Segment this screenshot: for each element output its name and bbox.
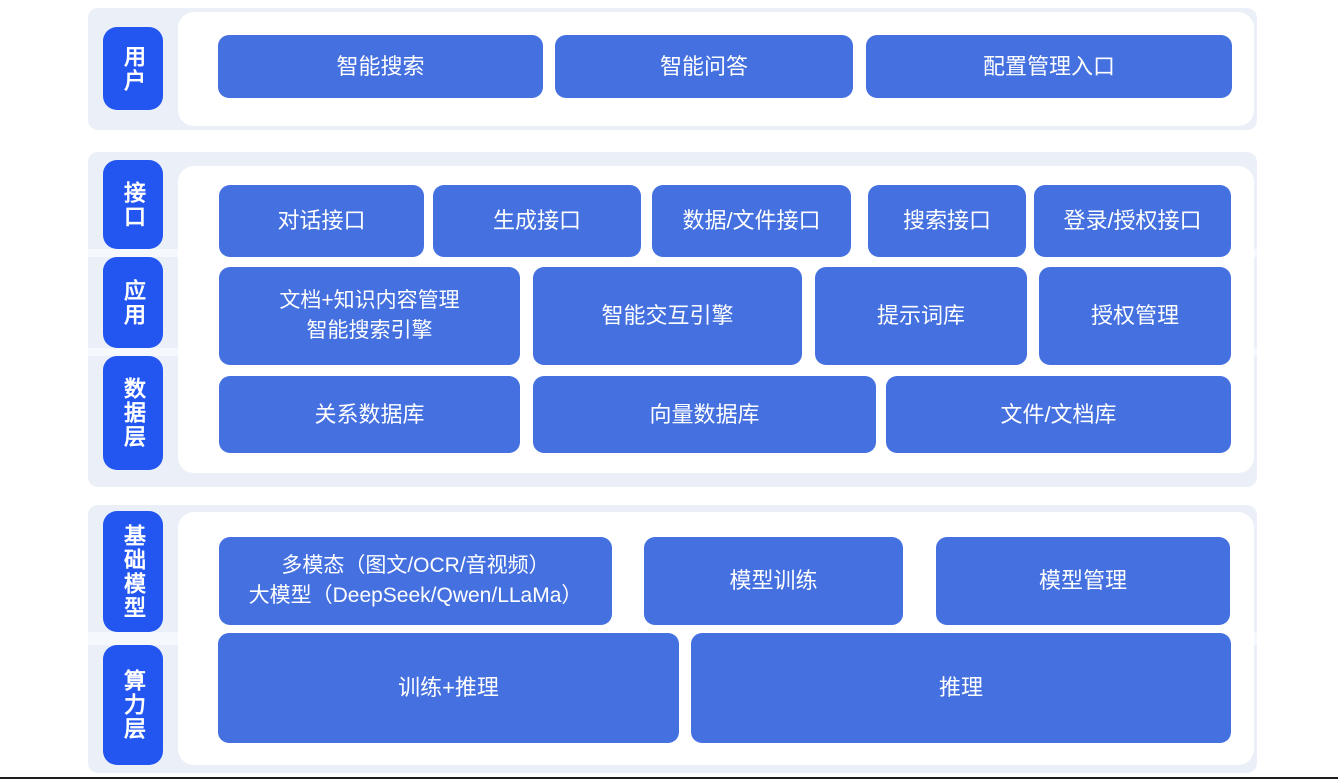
box-config-entry: 配置管理入口	[866, 35, 1232, 98]
box-line: 智能搜索引擎	[306, 319, 433, 342]
box-doc-knowledge-search: 文档+知识内容管理 智能搜索引擎	[219, 267, 520, 365]
box-inference: 推理	[691, 633, 1231, 743]
box-login-auth-api: 登录/授权接口	[1034, 185, 1231, 257]
box-interaction-engine: 智能交互引擎	[533, 267, 802, 365]
box-file-doc-store: 文件/文档库	[886, 376, 1231, 453]
box-line: 多模态（图文/OCR/音视频）	[281, 553, 550, 577]
box-training-inference: 训练+推理	[218, 633, 679, 743]
layer-label-compute: 算力层	[103, 645, 163, 765]
box-smart-search: 智能搜索	[218, 35, 543, 98]
box-generation-api: 生成接口	[433, 185, 641, 257]
box-dialog-api: 对话接口	[219, 185, 424, 257]
box-search-api: 搜索接口	[868, 185, 1026, 257]
layer-label-interface: 接口	[103, 160, 163, 249]
box-data-file-api: 数据/文件接口	[652, 185, 851, 257]
box-model-training: 模型训练	[644, 537, 903, 625]
bottom-rule	[0, 777, 1338, 779]
box-multimodal-llm: 多模态（图文/OCR/音视频） 大模型（DeepSeek/Qwen/LLaMa）	[219, 537, 612, 625]
box-relational-db: 关系数据库	[219, 376, 520, 453]
box-line: 文档+知识内容管理	[279, 288, 460, 312]
box-model-management: 模型管理	[936, 537, 1230, 625]
box-smart-qa: 智能问答	[555, 35, 853, 98]
box-line: 大模型（DeepSeek/Qwen/LLaMa）	[248, 584, 583, 607]
box-auth-management: 授权管理	[1039, 267, 1231, 365]
layer-label-application: 应用	[103, 257, 163, 348]
layer-label-user: 用户	[103, 27, 163, 110]
box-prompt-library: 提示词库	[815, 267, 1027, 365]
layer-label-data: 数据层	[103, 356, 163, 470]
layer-label-base-model: 基础模型	[103, 511, 163, 632]
box-vector-db: 向量数据库	[533, 376, 876, 453]
